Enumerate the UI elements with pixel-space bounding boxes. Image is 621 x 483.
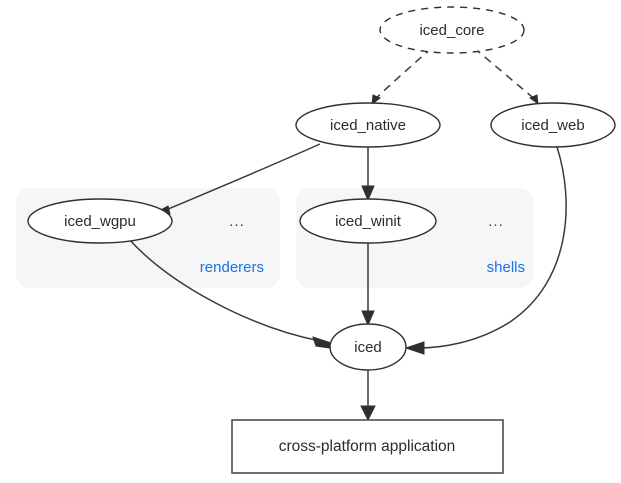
- cluster-renderers-label: renderers: [200, 259, 264, 276]
- edge-iced_native-to-iced_wgpu-line: [160, 143, 321, 213]
- node-iced_core-label: iced_core: [419, 22, 484, 39]
- node-iced_web-label: iced_web: [521, 117, 584, 134]
- node-iced-label: iced: [354, 339, 382, 356]
- node-iced_winit[interactable]: iced_winit: [299, 198, 437, 244]
- node-iced_core[interactable]: iced_core: [379, 6, 525, 54]
- node-iced_core-shape[interactable]: [379, 6, 525, 54]
- edge-iced_web-to-iced-line: [416, 146, 567, 349]
- node-cross-platform-application[interactable]: cross-platform application: [231, 419, 504, 474]
- node-cross-platform-application-shape[interactable]: [231, 419, 504, 474]
- node-iced[interactable]: iced: [329, 323, 407, 371]
- edge-iced_native-to-iced_winit: [361, 147, 375, 202]
- edge-iced_wgpu-to-iced-arrowhead: [312, 336, 332, 349]
- edge-iced_wgpu-to-iced-line: [127, 237, 321, 342]
- edge-iced_web-to-iced-arrowhead: [404, 341, 425, 355]
- node-iced_winit-label: iced_winit: [335, 213, 402, 230]
- node-iced-shape[interactable]: [329, 323, 407, 371]
- cluster-renderers-ellipsis: ...: [229, 213, 245, 230]
- edge-iced-to-app: [360, 370, 376, 422]
- edge-iced_core-to-iced_web: [473, 47, 545, 109]
- edge-iced_web-to-iced: [404, 146, 567, 355]
- edge-iced_core-to-iced_native: [366, 47, 433, 109]
- edge-iced_native-to-iced_winit-arrowhead: [361, 185, 375, 202]
- edge-iced_winit-to-iced-arrowhead: [361, 310, 375, 327]
- node-iced_web[interactable]: iced_web: [490, 102, 616, 148]
- edge-iced-to-app-arrowhead: [360, 405, 376, 422]
- node-cross-platform-application-label: cross-platform application: [279, 438, 456, 455]
- node-iced_wgpu[interactable]: iced_wgpu: [27, 198, 173, 244]
- node-iced_native[interactable]: iced_native: [295, 102, 441, 148]
- node-iced_native-label: iced_native: [330, 117, 406, 134]
- cluster-shells-ellipsis: ...: [488, 213, 504, 230]
- cluster-shells-label: shells: [487, 259, 525, 276]
- node-iced_wgpu-shape[interactable]: [27, 198, 173, 244]
- node-iced_native-shape[interactable]: [295, 102, 441, 148]
- node-iced_winit-shape[interactable]: [299, 198, 437, 244]
- node-iced_web-shape[interactable]: [490, 102, 616, 148]
- edge-iced_core-to-iced_web-line: [473, 47, 538, 102]
- edge-iced_core-to-iced_native-line: [372, 47, 433, 102]
- node-iced_wgpu-label: iced_wgpu: [64, 213, 136, 230]
- edge-iced_winit-to-iced: [361, 243, 375, 327]
